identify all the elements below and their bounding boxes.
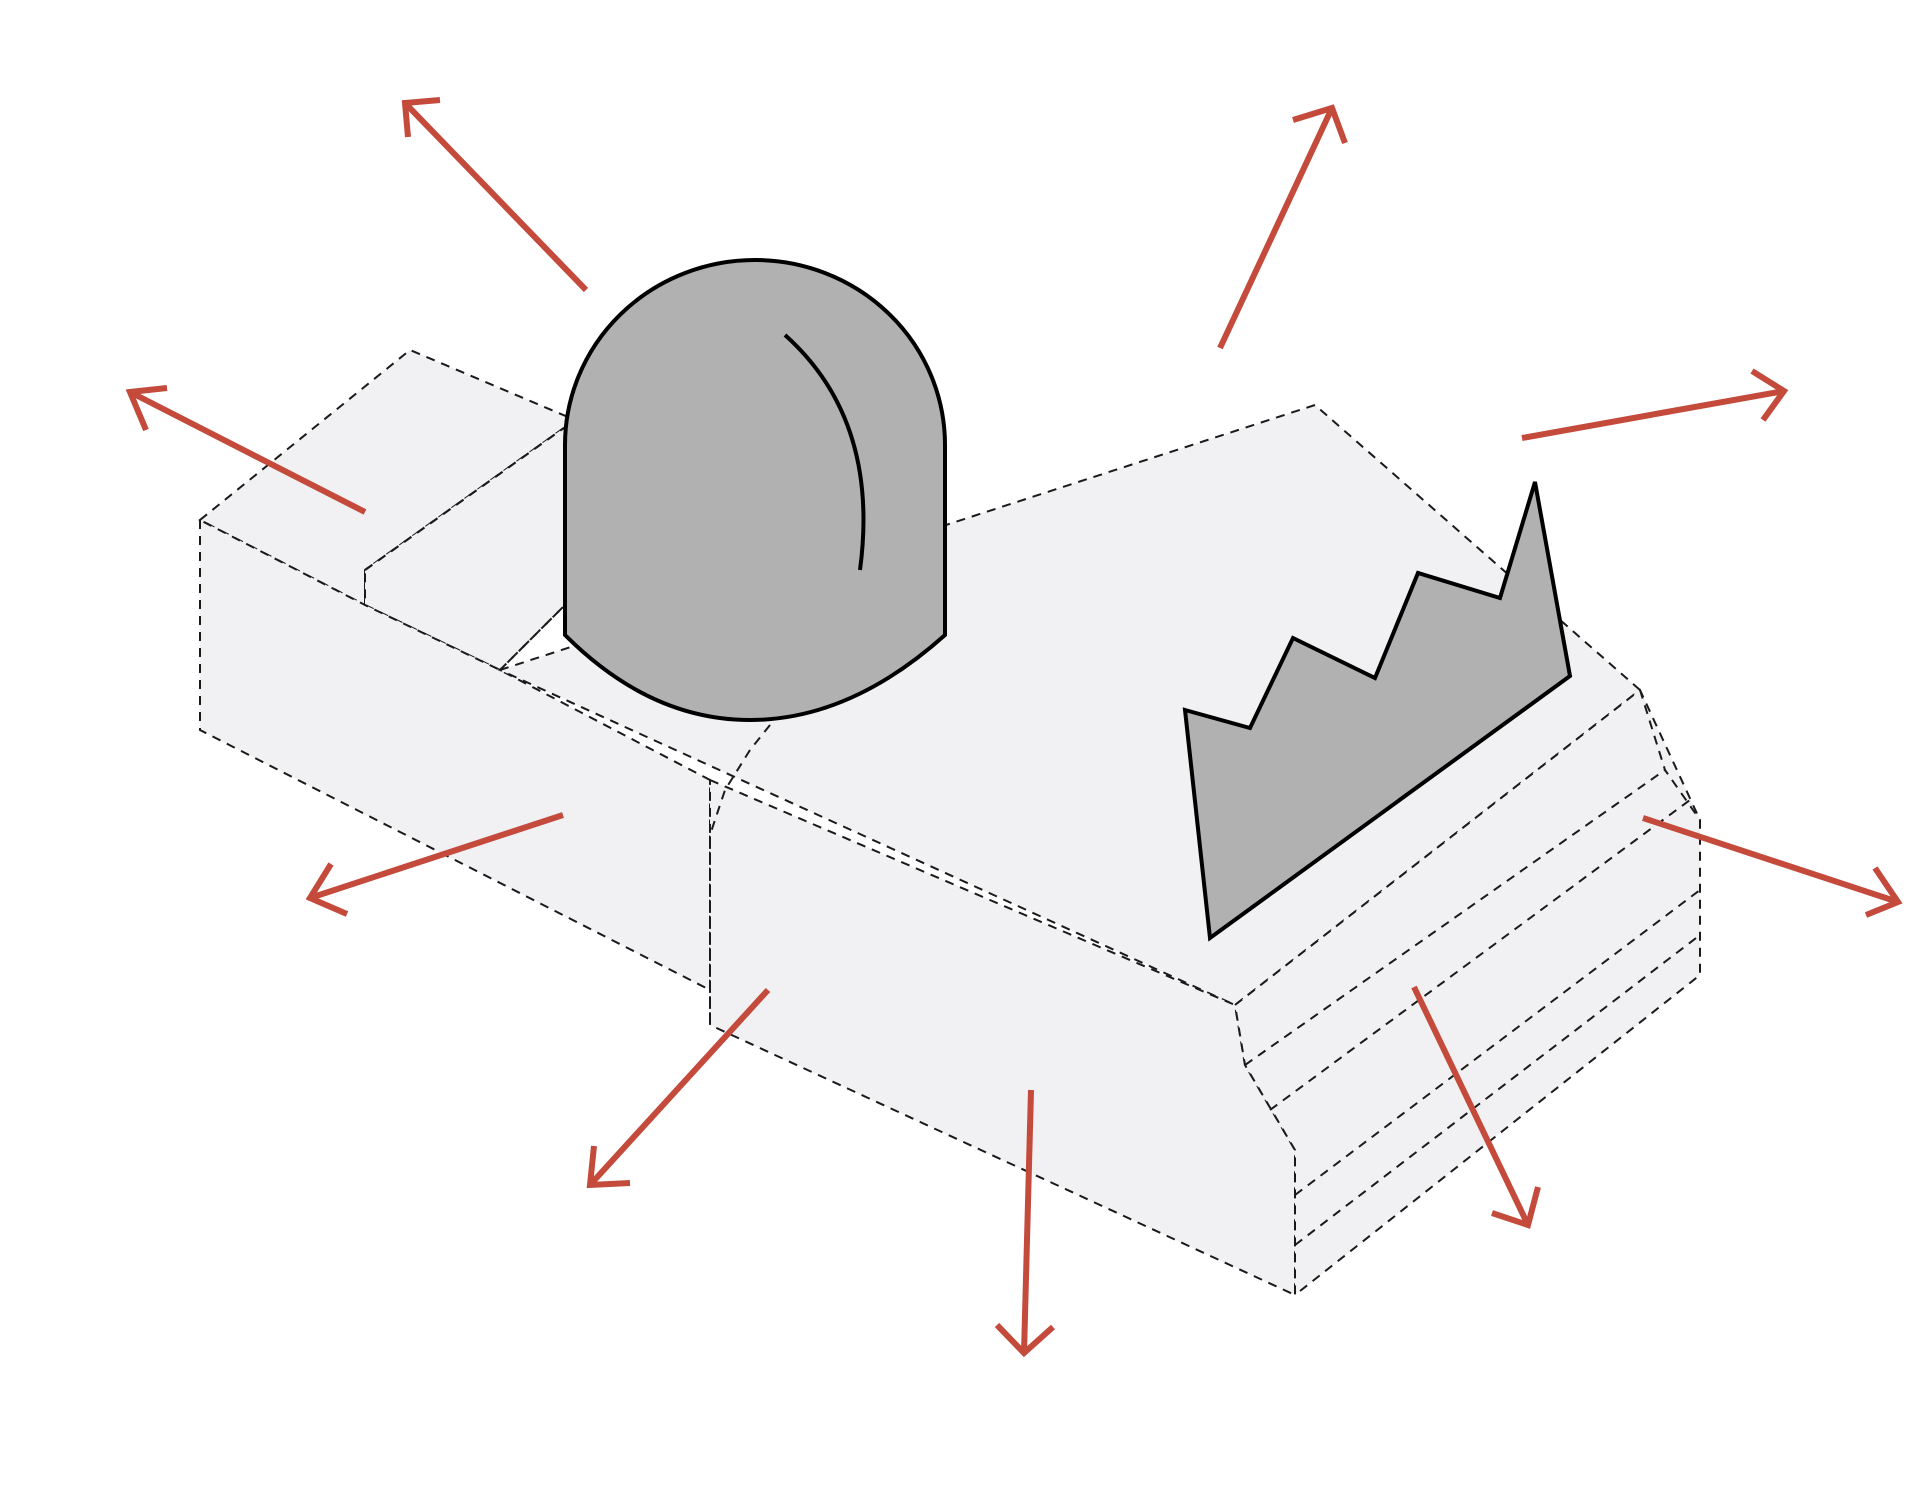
main-block-front: [709, 778, 1296, 1297]
building-massing: [198, 348, 1701, 1298]
dome-icon: [563, 258, 947, 723]
left-wing-step-line: [364, 419, 576, 571]
dome-highlight-curve: [783, 333, 866, 571]
sawtooth-icon: [1182, 481, 1573, 942]
arrow-icon: [305, 812, 564, 917]
end-wall-stripe-2: [1269, 799, 1691, 1111]
arrow-icon: [994, 1089, 1056, 1358]
arrows: [125, 97, 1903, 1358]
end-wall-stripe-1: [1244, 769, 1666, 1066]
arrow-icon: [1521, 368, 1789, 441]
main-block-end: [1233, 688, 1701, 1298]
arrow-icon: [586, 987, 771, 1189]
arrow-icon: [1411, 985, 1541, 1229]
end-wall-stripe-4: [1294, 934, 1701, 1246]
end-wall-stripe-3: [1294, 889, 1701, 1196]
arrow-icon: [1642, 815, 1903, 918]
arrow-icon: [125, 385, 367, 515]
arrow-icon: [401, 97, 589, 293]
main-block-top: [497, 403, 1642, 1007]
arrow-icon: [1217, 104, 1348, 350]
